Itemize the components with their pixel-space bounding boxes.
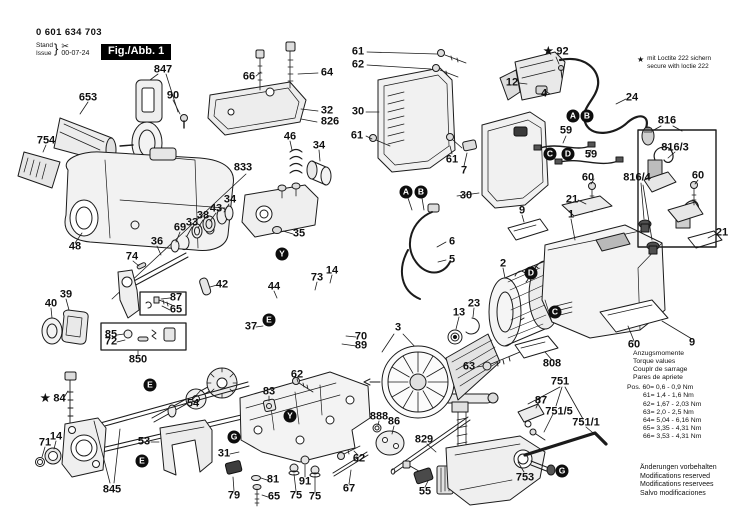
star-icon: ★ (637, 55, 645, 64)
modifications-note-line: Modifications reserved (640, 472, 711, 480)
figure-label-badge: Fig./Abb. 1 (101, 44, 172, 60)
cable-drawing (558, 57, 655, 146)
loctite-note-line1: mit Loctite 222 sichern (647, 55, 712, 62)
torque-heading-line: Couplr de sarrage (633, 366, 688, 374)
loctite-note: ★ mit Loctite 222 sichern secure with lo… (637, 55, 711, 71)
torque-row: Pos. 60 = 0,6 - 0,9 Nm (627, 384, 694, 392)
issue-date: 00-07-24 (61, 50, 90, 57)
brush-plate-drawing (372, 423, 405, 456)
torque-heading-line: Pares de apriete (633, 374, 683, 382)
modifications-note-line: Modifications reservees (640, 481, 714, 489)
leader-lines (41, 51, 717, 498)
brush-holder-751-drawing (517, 403, 608, 457)
gearbox-housing-drawing (64, 147, 234, 251)
gear-cover-drawing (207, 41, 307, 136)
torque-row: 62 = 1,67 - 2,03 Nm (643, 400, 702, 408)
brace-glyph: } (54, 41, 59, 56)
modifications-note-line: Salvo modificaciones (640, 489, 706, 497)
chassis-drawing (224, 371, 371, 475)
torque-heading-line: Anzugsmomente (633, 350, 685, 357)
handle-shell-left-drawing (369, 49, 467, 173)
fasteners-drawing (251, 377, 361, 507)
modifications-note-line: Änderungen vorbehalten (640, 464, 717, 471)
switch-drawing (499, 51, 566, 101)
gear-block-drawing (241, 182, 319, 238)
loctite-note-line2: secure with loctie 222 (647, 63, 709, 70)
clip-847-drawing (135, 79, 188, 129)
torque-row: 66 = 3,53 - 4,31 Nm (643, 432, 702, 440)
gear-set-drawing (151, 367, 238, 423)
parts-box-850-drawing (100, 269, 187, 351)
scissors-icon: ✂ (61, 41, 69, 51)
torque-row: 65 = 3,35 - 4,31 Nm (643, 424, 702, 432)
torque-row: 63 = 2,0 - 2,5 Nm (643, 408, 694, 416)
document-part-number: 0 601 634 703 (36, 27, 102, 38)
bracket-53-drawing (159, 419, 213, 476)
cover-plates-drawing (514, 230, 723, 359)
torque-row: 61 = 1,4 - 1,6 Nm (643, 392, 694, 400)
handle-shell-right-drawing (446, 111, 549, 209)
bearing-flange-drawing (35, 417, 107, 478)
cord-hook-drawing (401, 197, 451, 300)
torque-heading-line: Torque values (633, 358, 676, 366)
torque-row: 64 = 5,04 - 6,16 Nm (643, 416, 702, 424)
stand-issue-block: Stand Issue } ✂ 00-07-24 (36, 41, 90, 58)
wires-drawing (533, 141, 624, 165)
screw-84-drawing (64, 371, 77, 439)
brush-box-816-drawing (637, 125, 717, 255)
damper-drawing (41, 309, 89, 345)
issue-label: Issue (36, 49, 52, 57)
spring-detent-drawing (289, 148, 332, 186)
stand-label: Stand (36, 42, 53, 49)
